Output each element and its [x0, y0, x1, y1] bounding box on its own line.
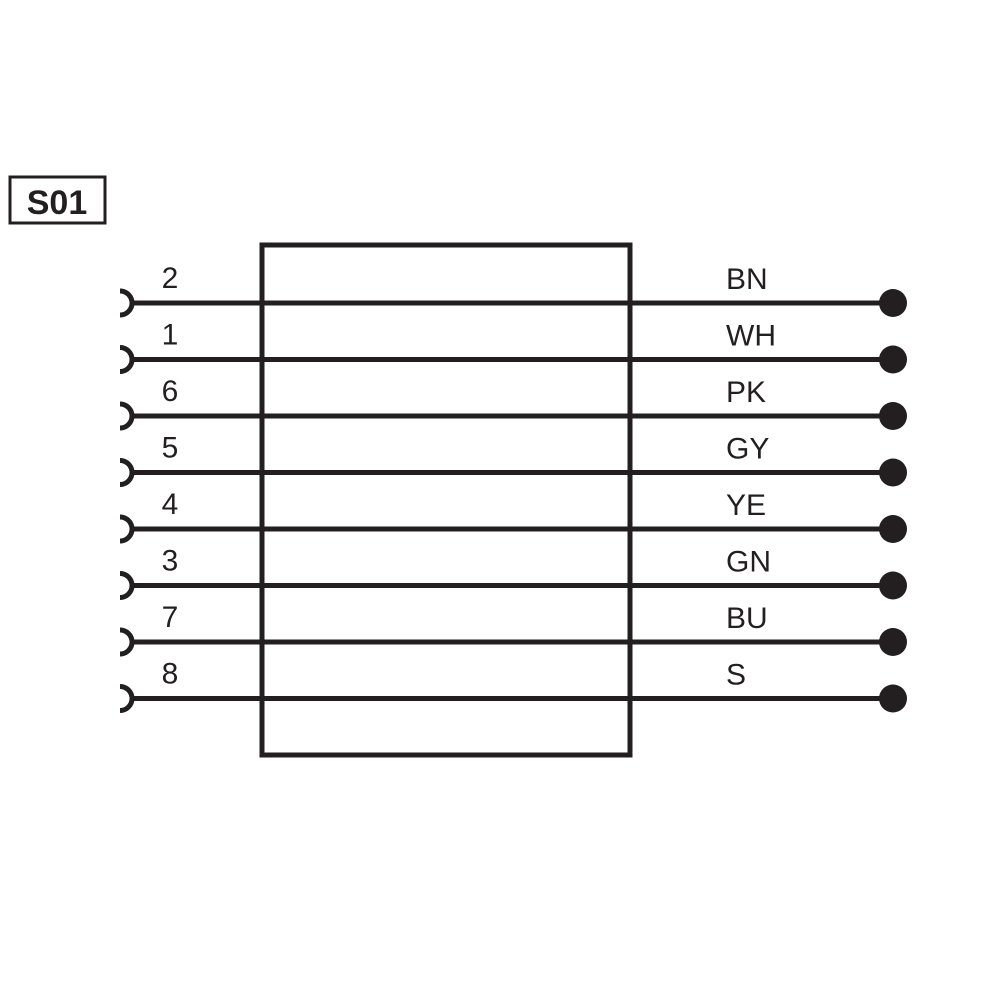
- pin-number: 8: [162, 658, 179, 691]
- id-label-frame: [8, 175, 107, 225]
- wire-2: 2 BN: [119, 262, 907, 318]
- socket-contact-icon: [119, 627, 135, 657]
- wire-color-code: PK: [726, 376, 766, 409]
- wire-1: 1 WH: [119, 319, 907, 374]
- wire-end-dot-icon: [879, 345, 907, 374]
- pin-number: 5: [162, 432, 179, 465]
- pin-number: 6: [162, 375, 179, 408]
- wire-7: 7 BU: [119, 601, 907, 657]
- wire-color-code: WH: [726, 320, 776, 353]
- pin-number: 4: [162, 488, 179, 521]
- id-label: S01: [27, 184, 88, 222]
- wire-4: 4 YE: [119, 488, 907, 544]
- wire-color-code: GN: [726, 546, 771, 579]
- wire-end-dot-icon: [879, 402, 907, 430]
- wire-end-dot-icon: [879, 684, 907, 713]
- wire-end-dot-icon: [879, 571, 907, 600]
- wire-color-code: GY: [726, 433, 769, 466]
- socket-contact-icon: [119, 288, 135, 318]
- wire-color-code: BU: [726, 602, 768, 635]
- pin-number: 7: [162, 601, 179, 634]
- pin-number: 3: [162, 545, 179, 578]
- wire-3: 3 GN: [119, 545, 907, 600]
- wire-end-dot-icon: [879, 628, 907, 656]
- socket-contact-icon: [119, 514, 135, 544]
- socket-contact-icon: [119, 684, 135, 713]
- cable-body: [259, 242, 633, 758]
- id-label-box: S01: [8, 175, 107, 225]
- wire-color-code: BN: [726, 263, 768, 296]
- pin-number: 1: [162, 319, 179, 352]
- socket-contact-icon: [119, 345, 135, 374]
- socket-contact-icon: [119, 401, 135, 431]
- wire-6: 6 PK: [119, 375, 907, 431]
- wire-color-code: YE: [726, 489, 766, 522]
- socket-contact-icon: [119, 571, 135, 600]
- pin-number: 2: [162, 262, 179, 295]
- wire-5: 5 GY: [119, 432, 907, 487]
- wire-end-dot-icon: [879, 458, 907, 487]
- wire-end-dot-icon: [879, 289, 907, 317]
- wire-color-code: S: [726, 659, 746, 692]
- socket-contact-icon: [119, 458, 135, 487]
- wire-end-dot-icon: [879, 515, 907, 543]
